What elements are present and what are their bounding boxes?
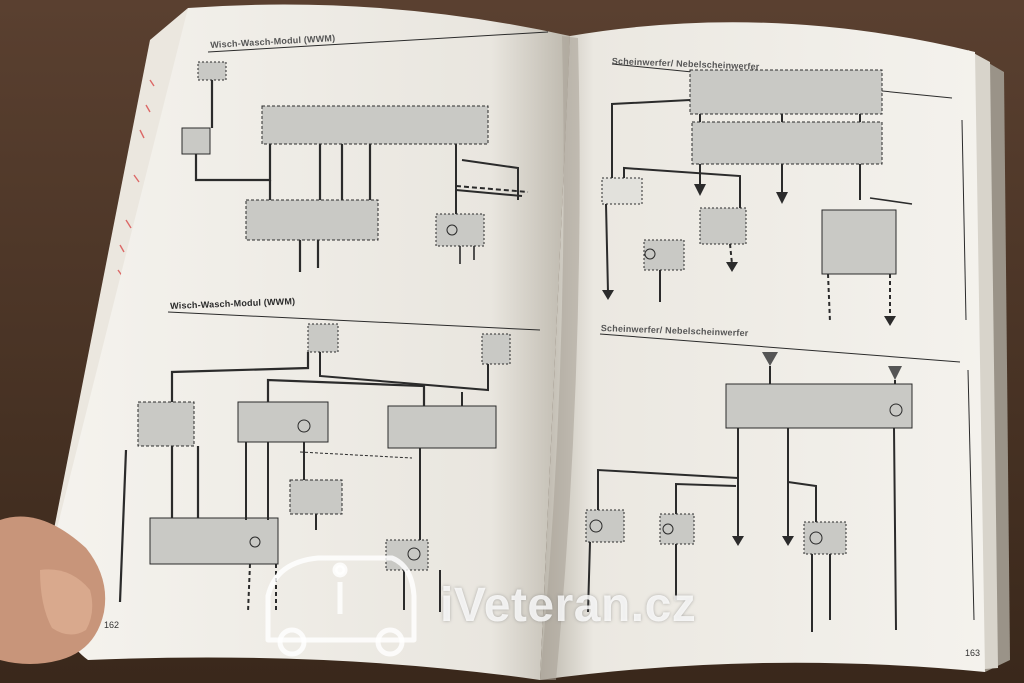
left-top-diagram — [181, 31, 549, 272]
left-bottom-diagram — [118, 311, 541, 613]
left-page — [44, 4, 570, 680]
left-page-number: 162 — [104, 620, 120, 630]
car-logo-icon — [265, 555, 417, 657]
watermark-text: iVeteran.cz — [440, 579, 697, 632]
right-bottom-diagram — [585, 333, 975, 632]
right-top-diagram — [601, 63, 967, 326]
right-page — [540, 22, 985, 680]
right-page-number: 163 — [965, 648, 981, 658]
